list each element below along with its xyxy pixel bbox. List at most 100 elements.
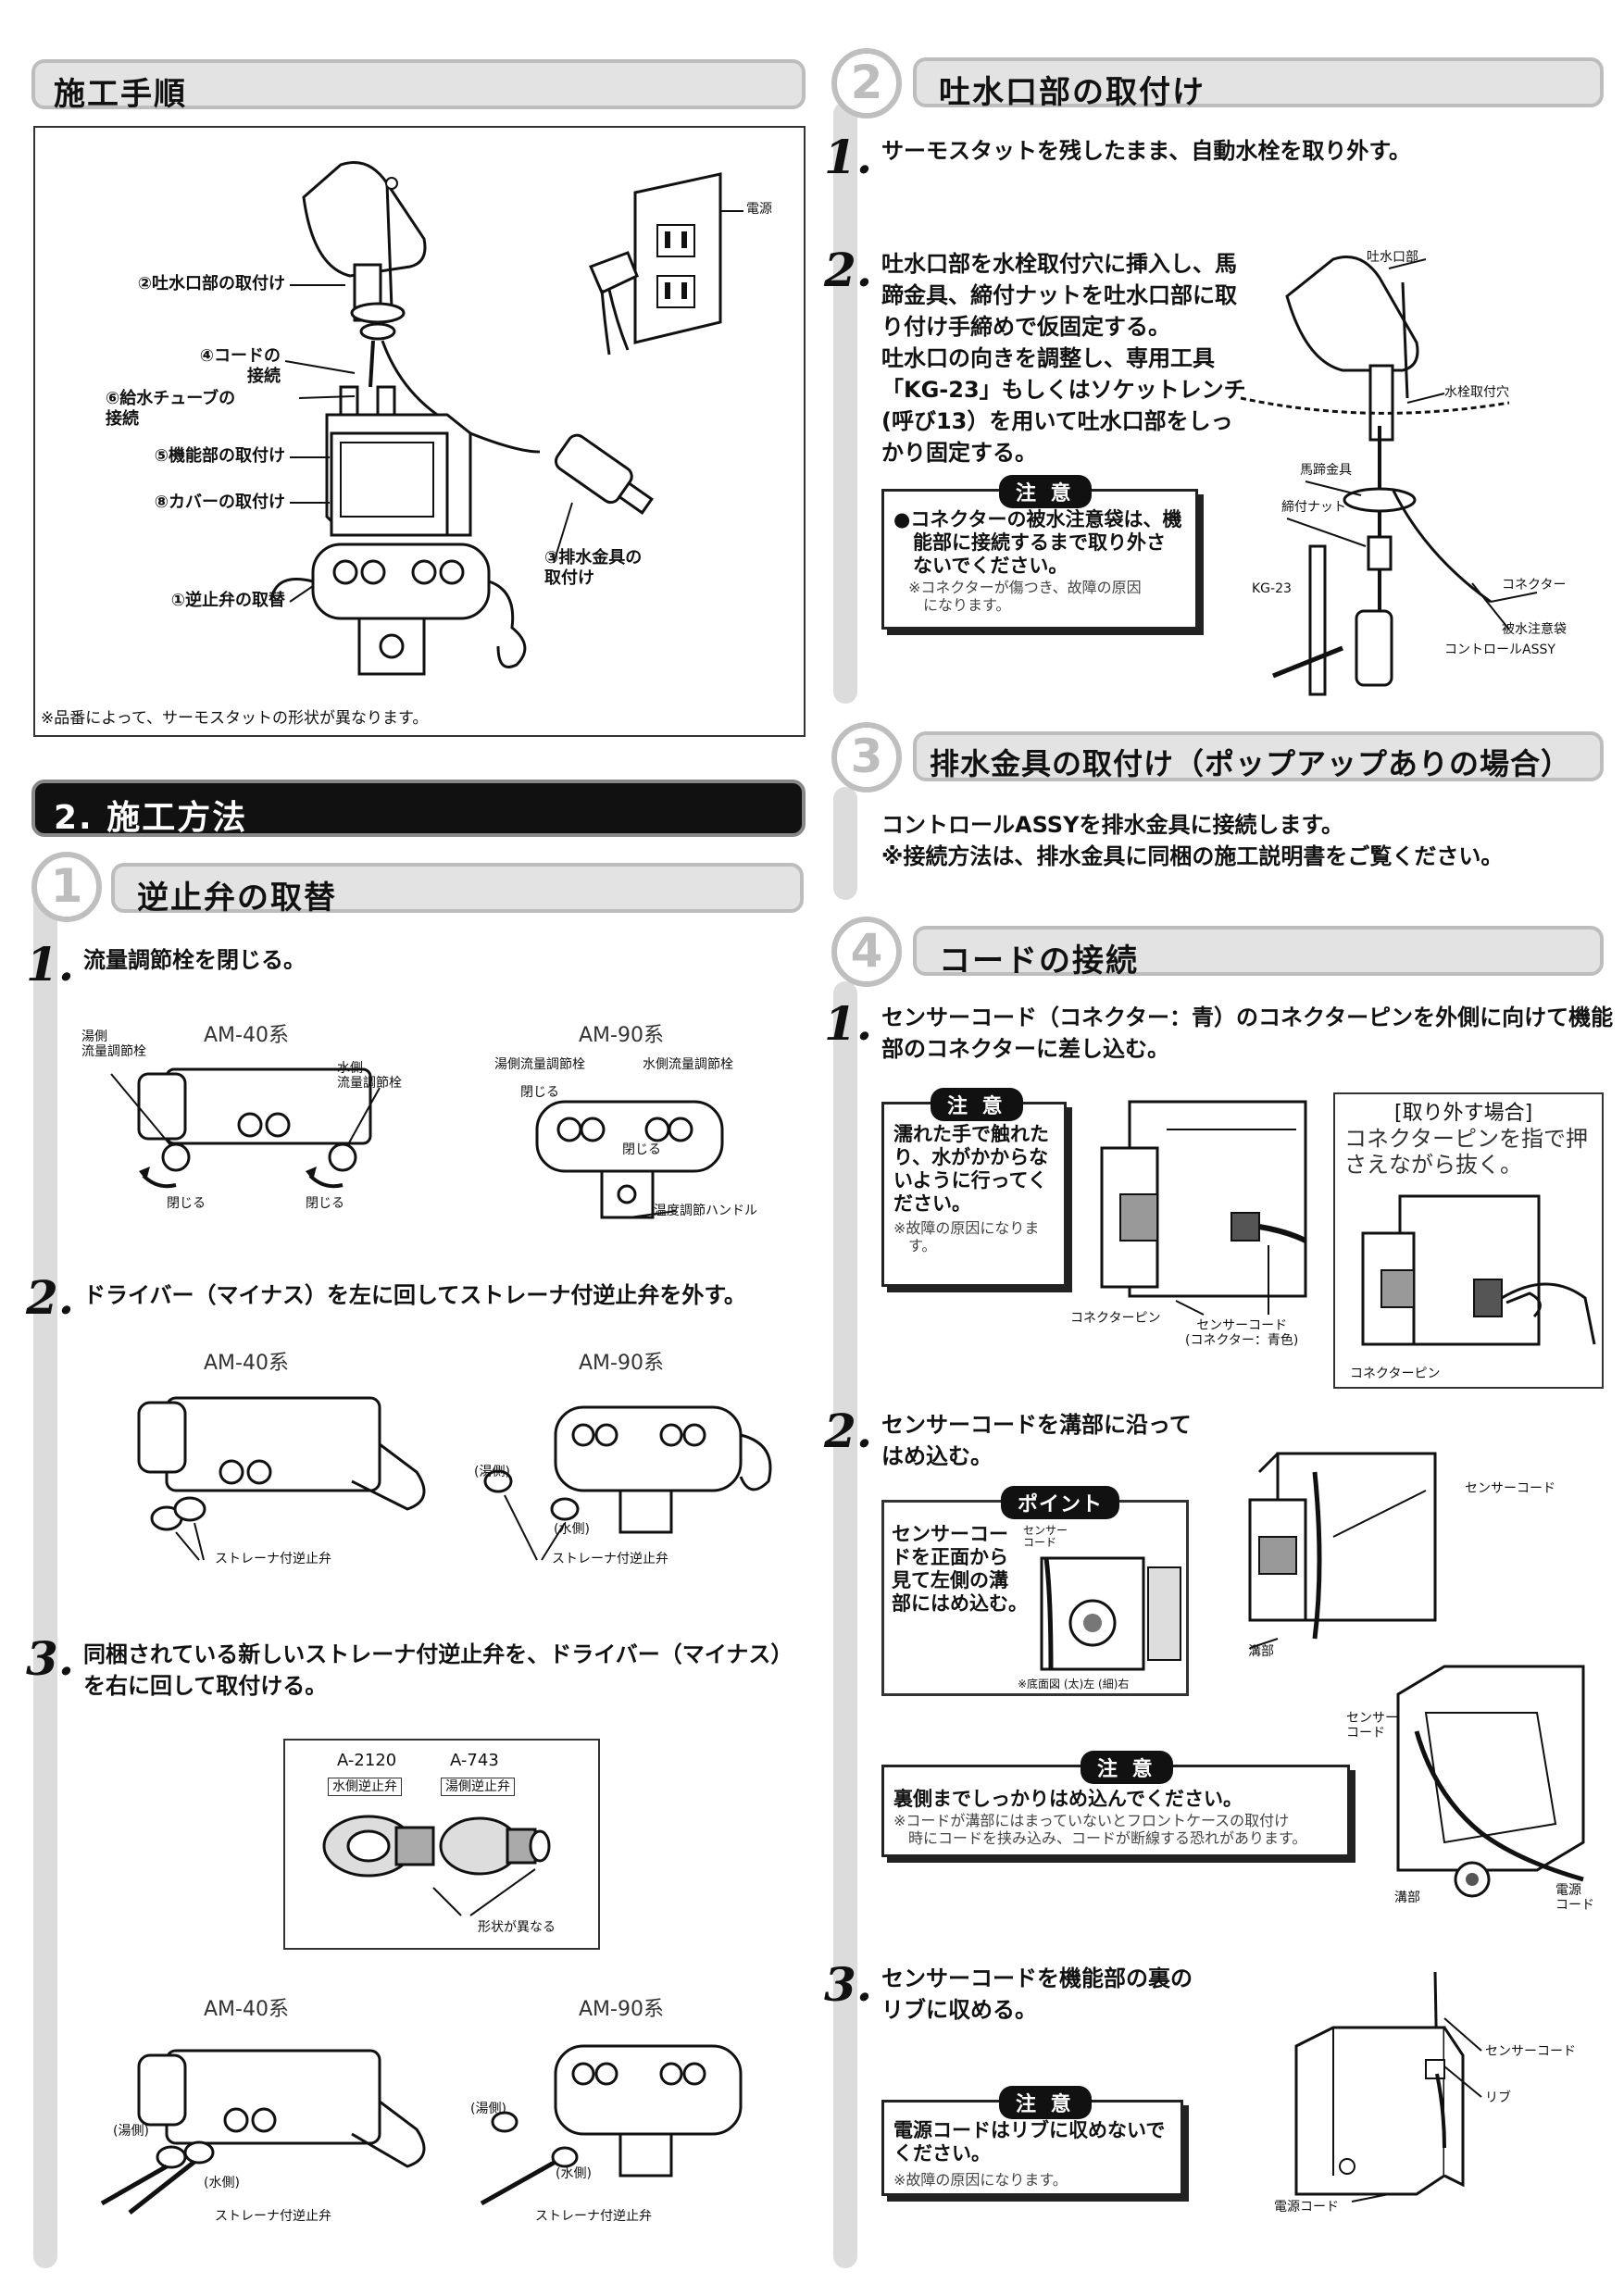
point-box: ポイント センサーコー ドを正面から 見て左側の溝 部にはめ込む。 センサー コ…: [881, 1486, 1189, 1696]
sec1-step1-num: 1.: [26, 937, 75, 992]
remove-pin: コネクターピン: [1350, 1366, 1441, 1381]
procedure-title: 施工手順: [54, 76, 187, 113]
sec1-am40-b: AM-40系: [204, 1352, 289, 1375]
part-diff: 形状が異なる: [478, 1920, 556, 1935]
sec2-step2-num: 2.: [824, 243, 873, 297]
sec1-am90-a: AM-90系: [579, 1024, 664, 1047]
remove-illustration: [1361, 1194, 1596, 1346]
check-valve-illustration: [322, 1815, 551, 1916]
s3-hot-a: (湯側): [113, 2124, 149, 2139]
sec4-lbl3-rib: リブ: [1485, 2090, 1511, 2105]
procedure-header: 施工手順: [31, 59, 806, 113]
s1-cold-valve90: 水側流量調節栓: [643, 1057, 733, 1072]
sec2-lbl-bag: 被水注意袋: [1502, 622, 1567, 637]
sec4-title: コードの接続: [939, 942, 1139, 980]
s3-cold-a: (水側): [204, 2176, 240, 2190]
sec1-step2-figure: [137, 1396, 772, 1561]
sec4-step2-figure-b: [1396, 1665, 1585, 1898]
s1-temp-handle: 温度調節ハンドル: [654, 1204, 757, 1218]
sec4-step3-text: センサーコードを機能部の裏の リブに収める。: [881, 1965, 1193, 2023]
part-cold-check: 水側逆止弁: [328, 1778, 402, 1796]
s2-hot: (湯側): [474, 1465, 510, 1479]
sec2-title: 吐水口部の取付け: [939, 74, 1206, 111]
sec4-step1-num: 1.: [824, 996, 873, 1051]
sec4-lbl2-power: 電源 コード: [1555, 1883, 1594, 1913]
sec1-step3-num: 3.: [26, 1631, 75, 1686]
sec4-caution1-body: 濡れた手で触れた り、水がかからな いように行ってく ださい。: [893, 1123, 1049, 1215]
sec4-sidebar: [833, 981, 857, 2268]
label-outlet: ②吐水口部の取付け: [137, 274, 285, 293]
s3-strainer-b: ストレーナ付逆止弁: [535, 2209, 652, 2224]
label-drain: ③排水金具の 取付け: [544, 548, 643, 588]
sec4-caution3-body: 電源コードはリブに収めないで ください。: [893, 2119, 1166, 2165]
sec1-am40-c: AM-40系: [204, 1998, 289, 2021]
s3-hot-b: (湯側): [470, 2102, 506, 2116]
sec4-caution1-tag: 注 意: [931, 1088, 1023, 1121]
s2-strainer-a: ストレーナ付逆止弁: [215, 1552, 331, 1566]
sec2-lbl-control: コントロールASSY: [1444, 643, 1555, 657]
sec3-header: 排水金具の取付け（ポップアップありの場合）: [913, 731, 1604, 781]
label-cord: ④コードの 接続: [199, 346, 281, 386]
sec2-step1-num: 1.: [824, 130, 873, 184]
sec2-caution-body: ●コネクターの被水注意袋は、機 能部に接続するまで取り外さ ないでください。: [893, 508, 1182, 577]
s1-close-d: 閉じる: [622, 1142, 661, 1157]
sec2-caution-sub: ※コネクターが傷つき、故障の原因 になります。: [908, 579, 1142, 614]
sec4-step2-num: 2.: [824, 1404, 873, 1458]
part-a2120: A-2120: [337, 1751, 397, 1770]
sec1-title: 逆止弁の取替: [137, 880, 337, 917]
point-bottom: ※底面図 (太)左 (細)右: [1018, 1678, 1130, 1691]
sec4-lbl3-sensor: センサーコード: [1485, 2044, 1576, 2059]
sec3-sidebar: [833, 787, 857, 900]
sec4-lbl-pin: コネクターピン: [1070, 1311, 1161, 1326]
s2-cold: (水側): [554, 1522, 590, 1537]
sec4-caution2-sub: ※コードが溝部にはまっていないとフロントケースの取付け 時にコードを挟み込み、コ…: [893, 1812, 1307, 1847]
sec4-caution1-sub: ※故障の原因になりま す。: [893, 1219, 1040, 1254]
s2-strainer-b: ストレーナ付逆止弁: [552, 1552, 668, 1566]
sec4-step2-text: センサーコードを溝部に沿って はめ込む。: [881, 1412, 1192, 1469]
s1-hot-valve: 湯側 流量調節栓: [81, 1029, 146, 1059]
sec2-caution-tag: 注 意: [999, 475, 1092, 508]
method-header: 2. 施工方法: [31, 780, 806, 837]
sec4-caution3-sub: ※故障の原因になります。: [893, 2171, 1068, 2189]
sec4-lbl2-groove2: 溝部: [1394, 1890, 1420, 1905]
remove-box: [取り外す場合] コネクターピンを指で押 さえながら抜く。 コネクターピン: [1333, 1092, 1604, 1389]
remove-body: コネクターピンを指で押 さえながら抜く。: [1344, 1126, 1589, 1178]
label-func: ⑤機能部の取付け: [154, 446, 285, 466]
sec1-number: 1: [31, 852, 102, 922]
label-tube: ⑥給水チューブの 接続: [106, 389, 236, 429]
point-tag: ポイント: [1001, 1486, 1120, 1519]
sec2-lbl-horseshoe: 馬蹄金具: [1300, 463, 1352, 478]
point-illustration: [1040, 1556, 1181, 1671]
sec1-step2-num: 2.: [26, 1270, 75, 1325]
sec1-am40-a: AM-40系: [204, 1024, 289, 1047]
label-check: ①逆止弁の取替: [170, 591, 285, 610]
sec2-step1-text: サーモスタットを残したまま、自動水栓を取り外す。: [881, 138, 1411, 164]
sec2-number: 2: [831, 48, 902, 119]
s1-close-a: 閉じる: [167, 1196, 206, 1211]
sec1-step1-figure: [110, 1067, 724, 1219]
sec4-caution3: 注 意 電源コードはリブに収めないで ください。 ※故障の原因になります。: [881, 2086, 1183, 2196]
sec1-header: 逆止弁の取替: [111, 863, 804, 917]
sec2-lbl-hole: 水栓取付穴: [1444, 385, 1509, 400]
sec4-lbl2-groove: 溝部: [1248, 1644, 1274, 1659]
sec4-lbl3-power: 電源コード: [1274, 2200, 1339, 2215]
s1-close-b: 閉じる: [306, 1196, 344, 1211]
sec2-lbl-outlet: 吐水口部: [1367, 250, 1418, 265]
s3-strainer-a: ストレーナ付逆止弁: [215, 2209, 331, 2224]
sec4-step1-figure: [1100, 1100, 1307, 1316]
overview-figure: ②吐水口部の取付け ④コードの 接続 ⑥給水チューブの 接続 ⑤機能部の取付け …: [33, 126, 806, 737]
sec4-caution2-body: 裏側までしっかりはめ込んでください。: [893, 1788, 1243, 1810]
label-cover: ⑧カバーの取付け: [154, 493, 285, 512]
point-body: センサーコー ドを正面から 見て左側の溝 部にはめ込む。: [892, 1523, 1028, 1615]
sec4-header: コードの接続: [913, 926, 1604, 980]
sec2-lbl-kg23: KG-23: [1252, 581, 1292, 596]
sec3-number: 3: [831, 722, 902, 792]
sec1-am90-b: AM-90系: [579, 1352, 664, 1375]
part-hot-check: 湯側逆止弁: [441, 1778, 515, 1796]
part-a743: A-743: [450, 1751, 499, 1770]
sec4-caution1: 注 意 濡れた手で触れた り、水がかからな いように行ってく ださい。 ※故障の…: [881, 1088, 1067, 1287]
sec1-step2-text: ドライバー（マイナス）を左に回してストレーナ付逆止弁を外す。: [83, 1282, 746, 1308]
procedure-footnote: ※品番によって、サーモスタットの形状が異なります。: [41, 709, 429, 728]
sec1-step3-text: 同梱されている新しいストレーナ付逆止弁を、ドライバー（マイナス） を右に回して取…: [83, 1641, 793, 1699]
sec4-step1-text: センサーコード（コネクター：青）のコネクターピンを外側に向けて機能 部のコネクタ…: [881, 1004, 1614, 1062]
